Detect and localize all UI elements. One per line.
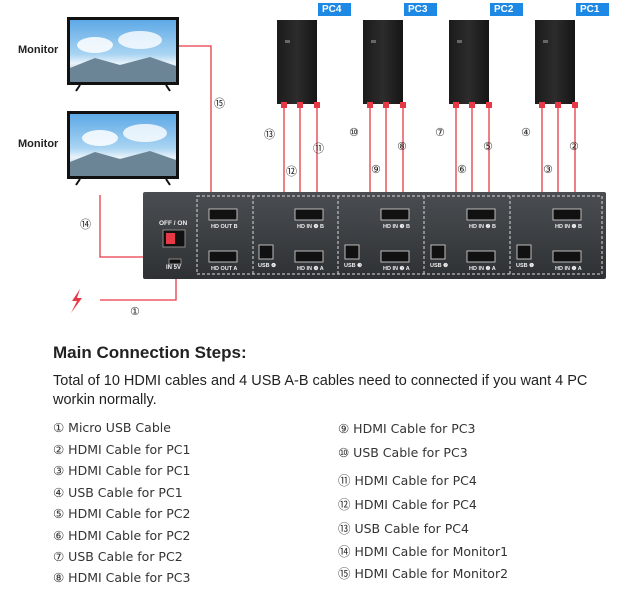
port-label-hd-in-1a: HD IN ❶ A bbox=[555, 266, 582, 272]
port-label-usb-2: USB ❷ bbox=[430, 263, 449, 269]
pc-unit-4 bbox=[277, 3, 351, 104]
port-label-hd-in-4b: HD IN ❹ B bbox=[297, 224, 324, 230]
step-item-5: ⑤ HDMI Cable for PC2 bbox=[53, 506, 191, 521]
marker-10: ⑩ bbox=[349, 126, 359, 139]
port-label-usb-3: USB ❸ bbox=[344, 263, 363, 269]
pc-tag-3: PC3 bbox=[408, 4, 428, 15]
pc-unit-3 bbox=[363, 3, 437, 104]
step-item-3: ③ HDMI Cable for PC1 bbox=[53, 463, 191, 478]
step-item-8: ⑧ HDMI Cable for PC3 bbox=[53, 570, 191, 585]
marker-3: ③ bbox=[543, 163, 553, 176]
marker-7: ⑦ bbox=[435, 126, 445, 139]
step-item-4: ④ USB Cable for PC1 bbox=[53, 485, 183, 500]
marker-2: ② bbox=[569, 140, 579, 153]
step-item-2: ② HDMI Cable for PC1 bbox=[53, 442, 191, 457]
port-label-hd-in-2b: HD IN ❷ B bbox=[469, 224, 496, 230]
monitor-bottom bbox=[67, 111, 179, 186]
step-item-1: ① Micro USB Cable bbox=[53, 420, 171, 435]
port-label-hd-out-b: HD OUT B bbox=[211, 224, 238, 230]
monitor-label-top: Monitor bbox=[18, 44, 59, 56]
port-label-hd-in-2a: HD IN ❷ A bbox=[469, 266, 496, 272]
pc-connectors bbox=[281, 102, 578, 108]
pc-tag-4: PC4 bbox=[322, 4, 342, 15]
port-label-usb-1: USB ❶ bbox=[516, 263, 535, 269]
step-item-7: ⑦ USB Cable for PC2 bbox=[53, 549, 183, 564]
connection-diagram bbox=[67, 3, 609, 313]
port-label-hd-out-a: HD OUT A bbox=[211, 266, 238, 272]
marker-1: ① bbox=[130, 305, 140, 318]
port-label-hd-in-3a: HD IN ❸ A bbox=[383, 266, 410, 272]
marker-9: ⑨ bbox=[371, 163, 381, 176]
port-label-hd-in-4a: HD IN ❹ A bbox=[297, 266, 324, 272]
ports bbox=[208, 208, 582, 263]
marker-8: ⑧ bbox=[397, 140, 407, 153]
step-item-12: ⑫ HDMI Cable for PC4 bbox=[338, 497, 477, 512]
power-in-label: IN 5V bbox=[166, 265, 182, 271]
marker-14: ⑭ bbox=[80, 218, 91, 231]
step-item-11: ⑪ HDMI Cable for PC4 bbox=[338, 473, 477, 488]
marker-15: ⑮ bbox=[214, 97, 225, 110]
step-item-13: ⑬ USB Cable for PC4 bbox=[338, 521, 469, 536]
pc-tag-1: PC1 bbox=[580, 4, 600, 15]
marker-6: ⑥ bbox=[457, 163, 467, 176]
marker-4: ④ bbox=[521, 126, 531, 139]
port-label-hd-in-3b: HD IN ❸ B bbox=[383, 224, 410, 230]
steps-title: Main Connection Steps: bbox=[53, 343, 247, 362]
marker-13: ⑬ bbox=[264, 128, 275, 141]
step-item-6: ⑥ HDMI Cable for PC2 bbox=[53, 528, 191, 543]
port-label-usb-4: USB ❹ bbox=[258, 263, 277, 269]
steps-intro: Total of 10 HDMI cables and 4 USB A-B ca… bbox=[53, 373, 588, 408]
port-label-hd-in-1b: HD IN ❶ B bbox=[555, 224, 582, 230]
step-item-10: ⑩ USB Cable for PC3 bbox=[338, 445, 468, 460]
power-bolt-icon bbox=[71, 289, 82, 313]
monitor-top bbox=[67, 17, 179, 92]
marker-11: ⑪ bbox=[313, 142, 324, 155]
marker-12: ⑫ bbox=[286, 165, 297, 178]
power-switch-label: OFF / ON bbox=[159, 220, 188, 227]
marker-5: ⑤ bbox=[483, 140, 493, 153]
pc-tag-2: PC2 bbox=[494, 4, 514, 15]
monitor-label-bottom: Monitor bbox=[18, 138, 59, 150]
step-item-14: ⑭ HDMI Cable for Monitor1 bbox=[338, 544, 509, 559]
step-item-15: ⑮ HDMI Cable for Monitor2 bbox=[338, 566, 509, 581]
pc-unit-1 bbox=[535, 3, 609, 104]
pc-unit-2 bbox=[449, 3, 523, 104]
step-item-9: ⑨ HDMI Cable for PC3 bbox=[338, 421, 476, 436]
